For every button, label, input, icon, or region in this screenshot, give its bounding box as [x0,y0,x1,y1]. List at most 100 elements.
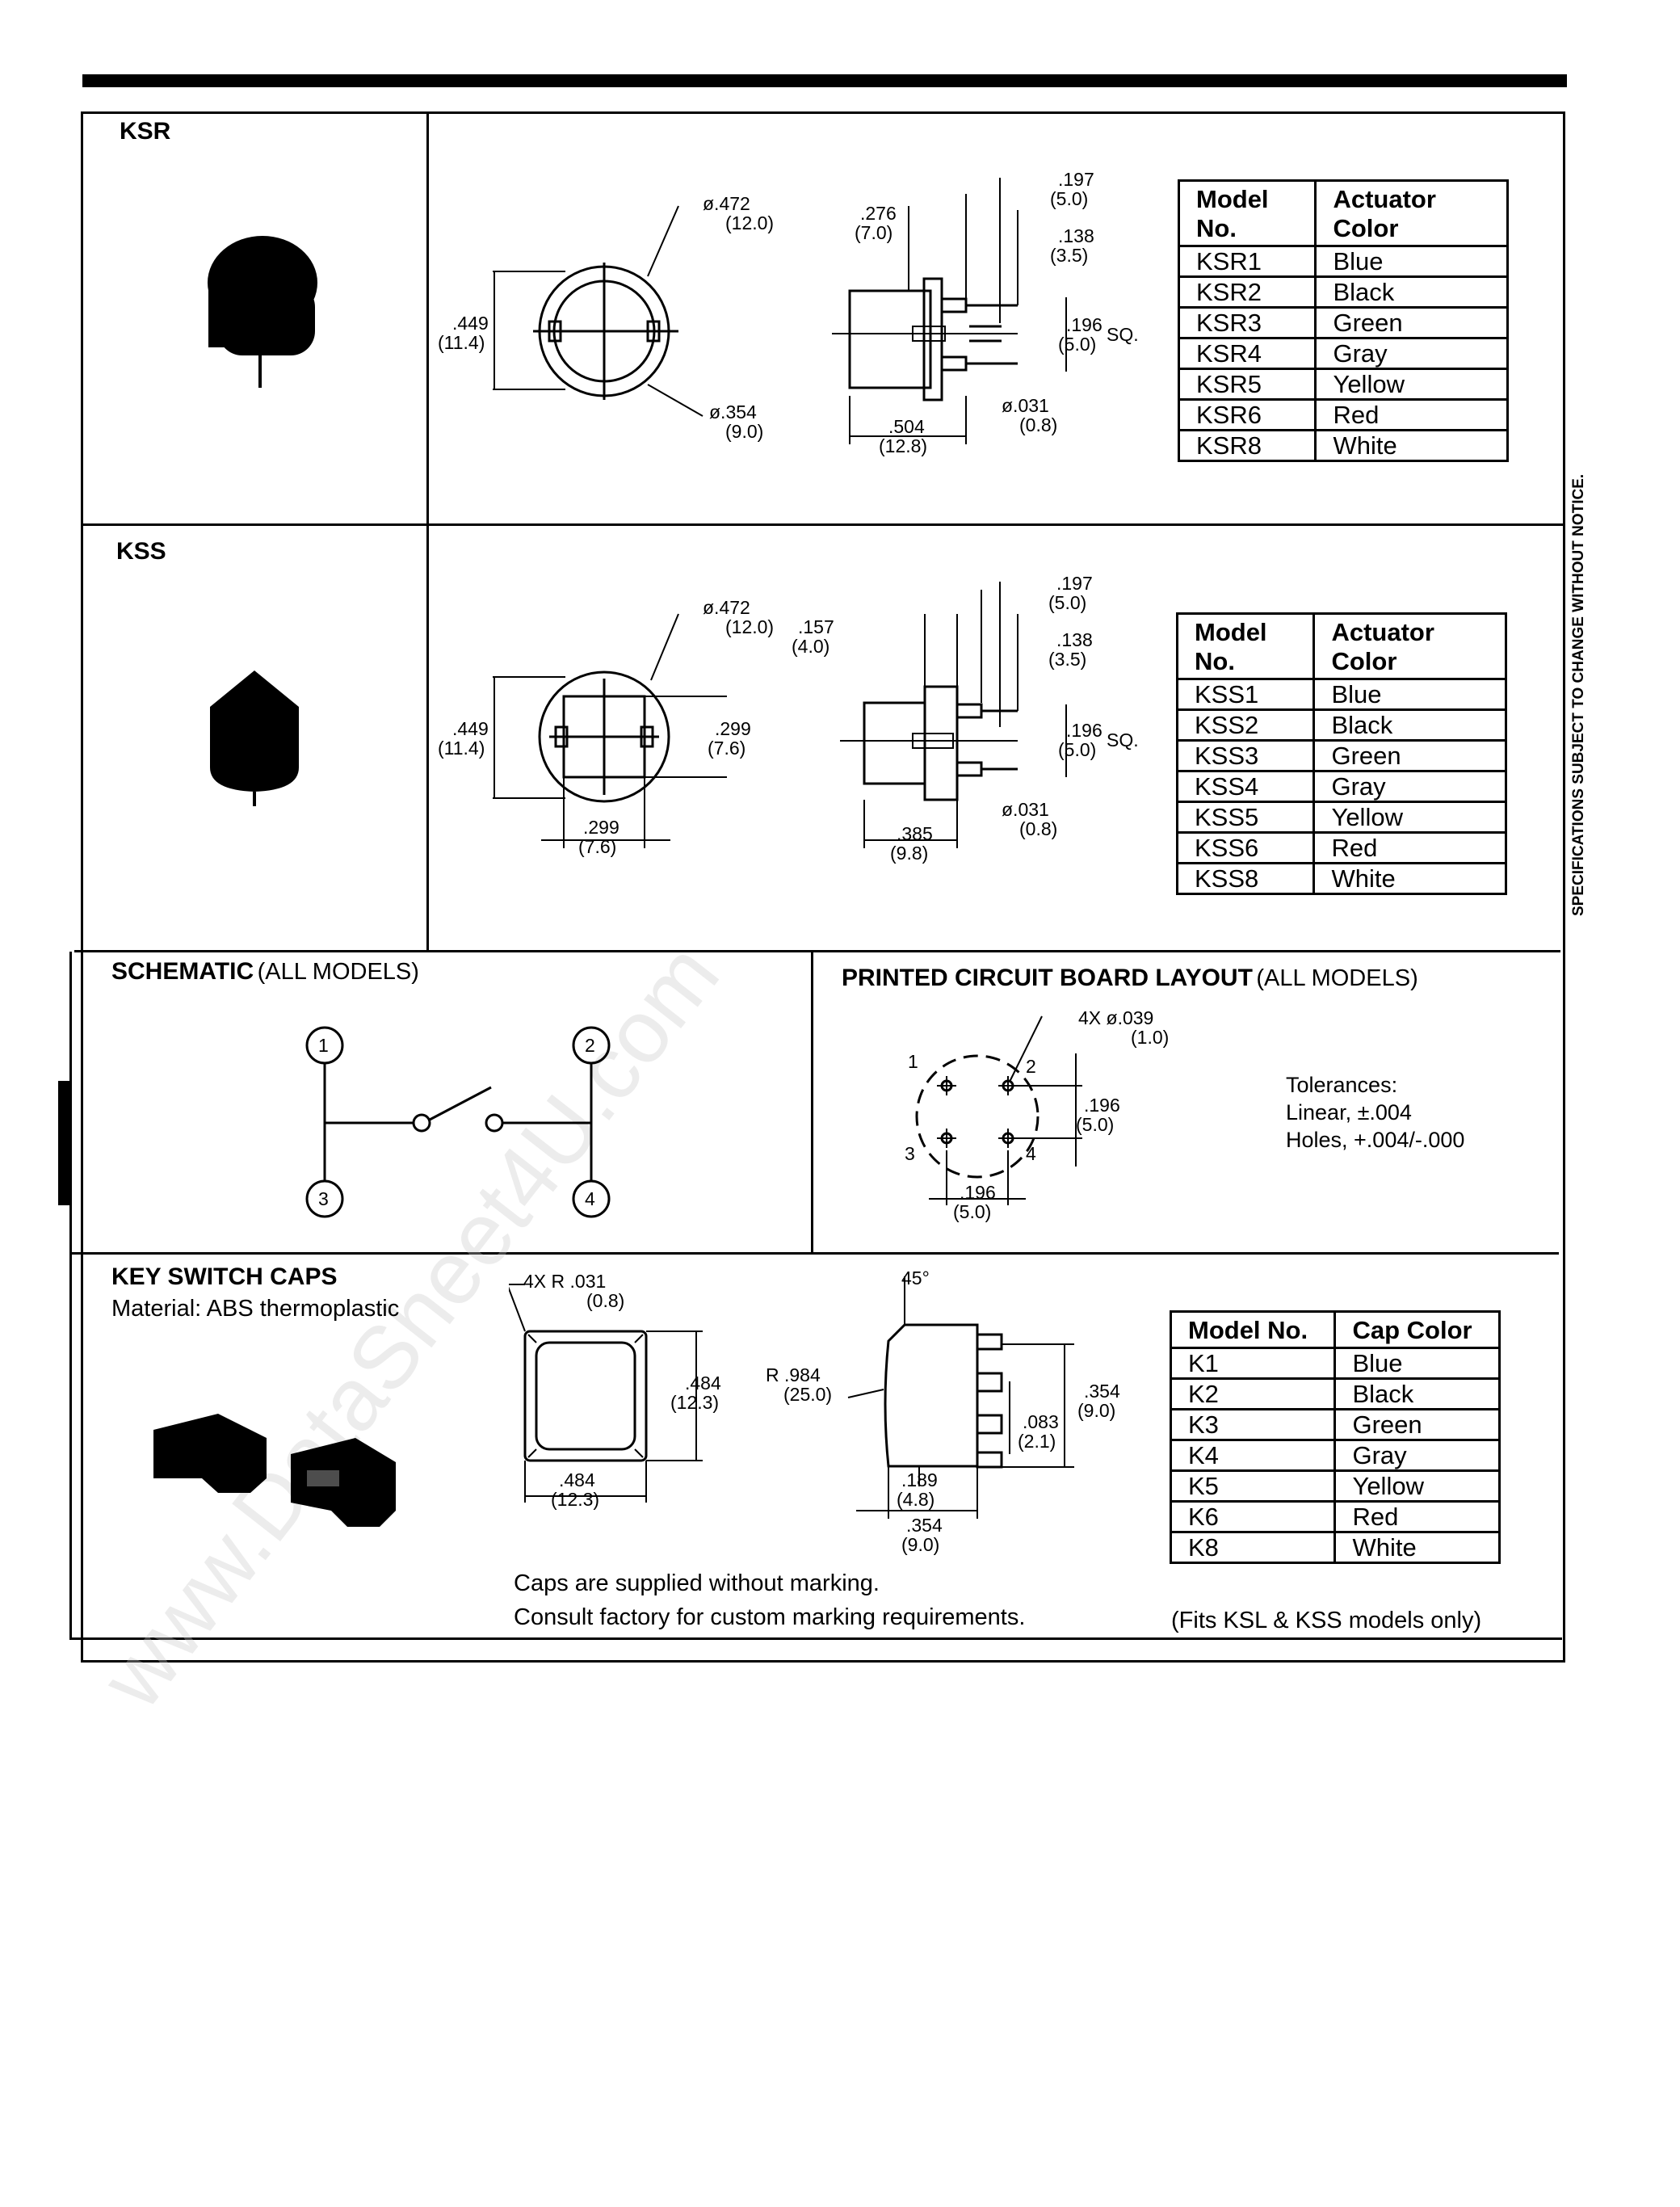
kss-cell: Blue [1312,678,1507,711]
ksr-cell: KSR5 [1177,368,1317,401]
kss-title: KSS [116,538,166,565]
pcb-title: PRINTED CIRCUIT BOARD LAYOUT [842,965,1253,991]
pcb-pin-2: 2 [1026,1056,1036,1077]
schematic-subtitle: (ALL MODELS) [257,959,419,985]
caps-note-2: Consult factory for custom marking requi… [514,1604,1026,1630]
ksr-dim-504-mm: (12.8) [879,435,927,456]
kss-dim-299h-mm: (7.6) [708,738,746,759]
ksr-dim-504: .504 [888,416,925,437]
pcb-pin-4: 4 [1026,1143,1036,1164]
schematic-pin-2: 2 [585,1035,595,1056]
caps-dim-354b: .354 [906,1515,943,1536]
ksr-cell: KSR4 [1177,337,1317,370]
pcb-heading: PRINTED CIRCUIT BOARD LAYOUT (ALL MODELS… [842,965,1418,992]
ksr-dim-449-mm: (11.4) [438,332,485,353]
kss-cell: KSS2 [1175,708,1316,742]
caps-cell: Green [1334,1408,1501,1441]
pcb-tol-holes: Holes, +.004/-.000 [1286,1128,1465,1152]
ksr-dim-354: ø.354 [709,401,757,422]
kss-cell: Red [1312,831,1507,864]
caps-drawing: 4X R .031 (0.8) .484 (12.3) .484 (12.3) … [509,1267,1120,1555]
pcb-holes: 4X ø.039 [1078,1007,1153,1028]
kss-cell: KSS4 [1175,770,1316,803]
kss-cell: KSS5 [1175,801,1316,834]
ksr-cell: KSR2 [1177,275,1317,309]
caps-dim-354b-mm: (9.0) [901,1534,939,1555]
ksr-dim-138-mm: (3.5) [1050,245,1088,266]
kss-dim-031: ø.031 [1002,799,1049,820]
kss-dim-138: .138 [1056,629,1093,650]
ksr-dim-031-mm: (0.8) [1019,414,1057,435]
kss-cell: Yellow [1312,801,1507,834]
kss-photo [210,671,299,806]
pcb-pin-1: 1 [908,1051,918,1072]
ksr-cell: Gray [1314,337,1509,370]
ksr-cell: KSR3 [1177,306,1317,339]
caps-dim-083: .083 [1023,1411,1059,1432]
caps-cell: K1 [1169,1347,1337,1380]
caps-dim-484h-mm: (12.3) [670,1392,719,1413]
pcb-tol-title: Tolerances: [1286,1073,1398,1097]
kss-dim-031-mm: (0.8) [1019,818,1057,839]
ksr-cell: Yellow [1314,368,1509,401]
kss-dim-299w: .299 [583,817,620,838]
pcb-tolerances: Tolerances: Linear, ±.004 Holes, +.004/-… [1286,1071,1464,1154]
kss-header-model: Model No. [1175,612,1316,680]
kss-header-color: Actuator Color [1312,612,1507,680]
ksr-dim-197-mm: (5.0) [1050,188,1088,209]
ksr-dim-449: .449 [452,313,489,334]
sidebar-note: SPECIFICATIONS SUBJECT TO CHANGE WITHOUT… [1570,473,1587,916]
divider-3 [71,1252,1559,1255]
caps-dim-angle: 45° [901,1267,930,1288]
pcb-dim-196b-mm: (5.0) [953,1201,991,1222]
ksr-cell: White [1314,429,1509,462]
schematic-pin-4: 4 [585,1188,595,1209]
kss-cell: Green [1312,739,1507,772]
caps-cell: K5 [1169,1469,1337,1503]
ksr-dim-196: .196 [1066,314,1102,335]
ksr-dim-sq: SQ. [1107,324,1139,345]
schematic-diagram: 1 2 3 4 [305,1026,611,1218]
caps-dim-354: .354 [1084,1381,1120,1402]
kss-dim-472-mm: (12.0) [725,616,774,637]
ksr-cell: Blue [1314,245,1509,278]
ksr-dim-197: .197 [1058,169,1094,190]
kss-dim-197: .197 [1056,573,1093,594]
caps-cell: K6 [1169,1500,1337,1533]
kss-dim-449-mm: (11.4) [438,738,485,759]
kss-dim-138-mm: (3.5) [1048,649,1086,670]
ksr-header-color: Actuator Color [1314,179,1509,247]
divider-v1 [426,111,429,952]
caps-dim-radius: 4X R .031 [523,1271,606,1292]
ksr-dim-472: ø.472 [703,193,750,214]
caps-photo [153,1414,396,1527]
kss-dim-385-mm: (9.8) [890,843,928,864]
kss-dim-472: ø.472 [703,597,750,618]
ksr-dim-276-mm: (7.0) [855,222,892,243]
divider-1 [81,523,1565,526]
ksr-dim-138: .138 [1058,225,1094,246]
divider-2 [74,950,1560,952]
ksr-drawing: ø.472 (12.0) ø.354 (9.0) .449 (11.4) .27… [438,169,1139,456]
kss-dim-197-mm: (5.0) [1048,592,1086,613]
top-rule [82,74,1567,87]
pcb-dim-196-mm: (5.0) [1076,1114,1114,1135]
kss-drawing: ø.472 (12.0) .449 (11.4) .299 (7.6) .299… [438,573,1139,864]
caps-dim-189: .189 [901,1469,938,1490]
kss-cell: White [1312,862,1507,895]
